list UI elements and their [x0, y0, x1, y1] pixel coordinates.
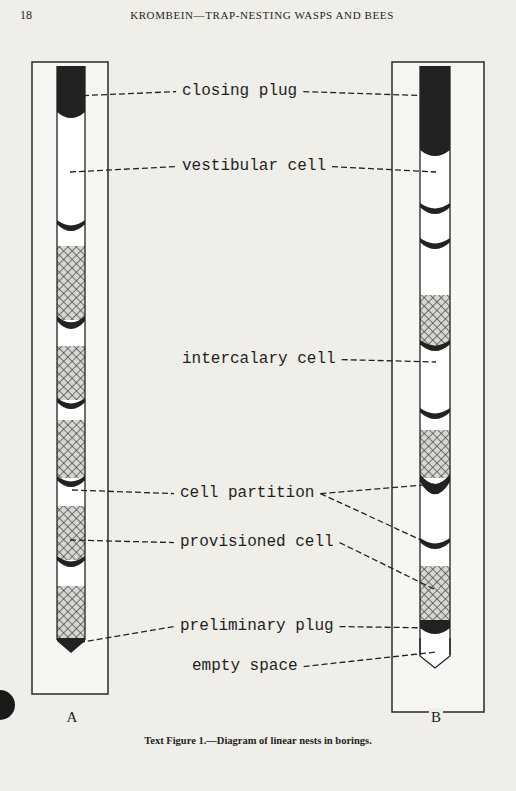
leader-line [340, 543, 436, 590]
running-head: KROMBEIN—TRAP-NESTING WASPS AND BEES [128, 9, 396, 22]
boring-wall [56, 66, 57, 640]
cell-partition [420, 408, 450, 419]
plug [420, 620, 450, 634]
cell-partition [420, 538, 450, 549]
part-label: vestibular cell [180, 157, 328, 176]
leader-line [320, 484, 436, 494]
part-label: intercalary cell [180, 350, 338, 369]
leader-line [332, 167, 436, 172]
preliminary-plug [57, 638, 85, 653]
leader-line [74, 92, 176, 96]
wood-block [392, 62, 484, 712]
leader-line [70, 167, 176, 172]
page-number: 18 [18, 8, 34, 22]
leader-line [70, 540, 174, 543]
boring-channel [420, 66, 450, 655]
provisioned-cell [57, 586, 85, 640]
provisioned-cell [57, 506, 85, 560]
part-label: empty space [190, 657, 300, 676]
cell-partition [57, 476, 85, 487]
cell-partition [420, 474, 450, 494]
leader-line [304, 652, 436, 667]
provisioned-cell [57, 346, 85, 400]
figure-letter: A [65, 708, 80, 726]
leader-line [320, 494, 434, 546]
nest-borings [57, 66, 450, 668]
leader-line [70, 627, 174, 644]
leader-line [303, 92, 436, 96]
figure-caption: Text Figure 1.—Diagram of linear nests i… [142, 735, 374, 748]
binder-hole [0, 690, 15, 720]
leader-line [72, 490, 174, 494]
figure-letter: B [429, 708, 443, 726]
cell-partition [57, 556, 85, 567]
boring-wall [419, 66, 420, 655]
provisioned-cell [420, 430, 450, 478]
cell-partition [420, 203, 450, 214]
leader-line [342, 360, 436, 362]
provisioned-cell [420, 295, 450, 345]
part-label: closing plug [180, 82, 299, 101]
provisioned-cell [57, 246, 85, 320]
provisioned-cell [420, 566, 450, 622]
boring-channel [57, 66, 85, 640]
wood-block [32, 62, 108, 694]
plug [420, 66, 450, 156]
cell-partition [420, 238, 450, 249]
part-label: cell partition [178, 484, 316, 503]
leader-line [340, 627, 436, 628]
part-label: preliminary plug [178, 617, 336, 636]
provisioned-cell [57, 420, 85, 478]
cell-partition [57, 220, 85, 231]
part-label: provisioned cell [178, 533, 336, 552]
cell-partition [57, 316, 85, 329]
boring-wall [84, 66, 85, 640]
cell-partition [57, 398, 85, 409]
plug [57, 66, 85, 118]
boring-wall [449, 66, 450, 655]
cell-partition [420, 340, 450, 351]
